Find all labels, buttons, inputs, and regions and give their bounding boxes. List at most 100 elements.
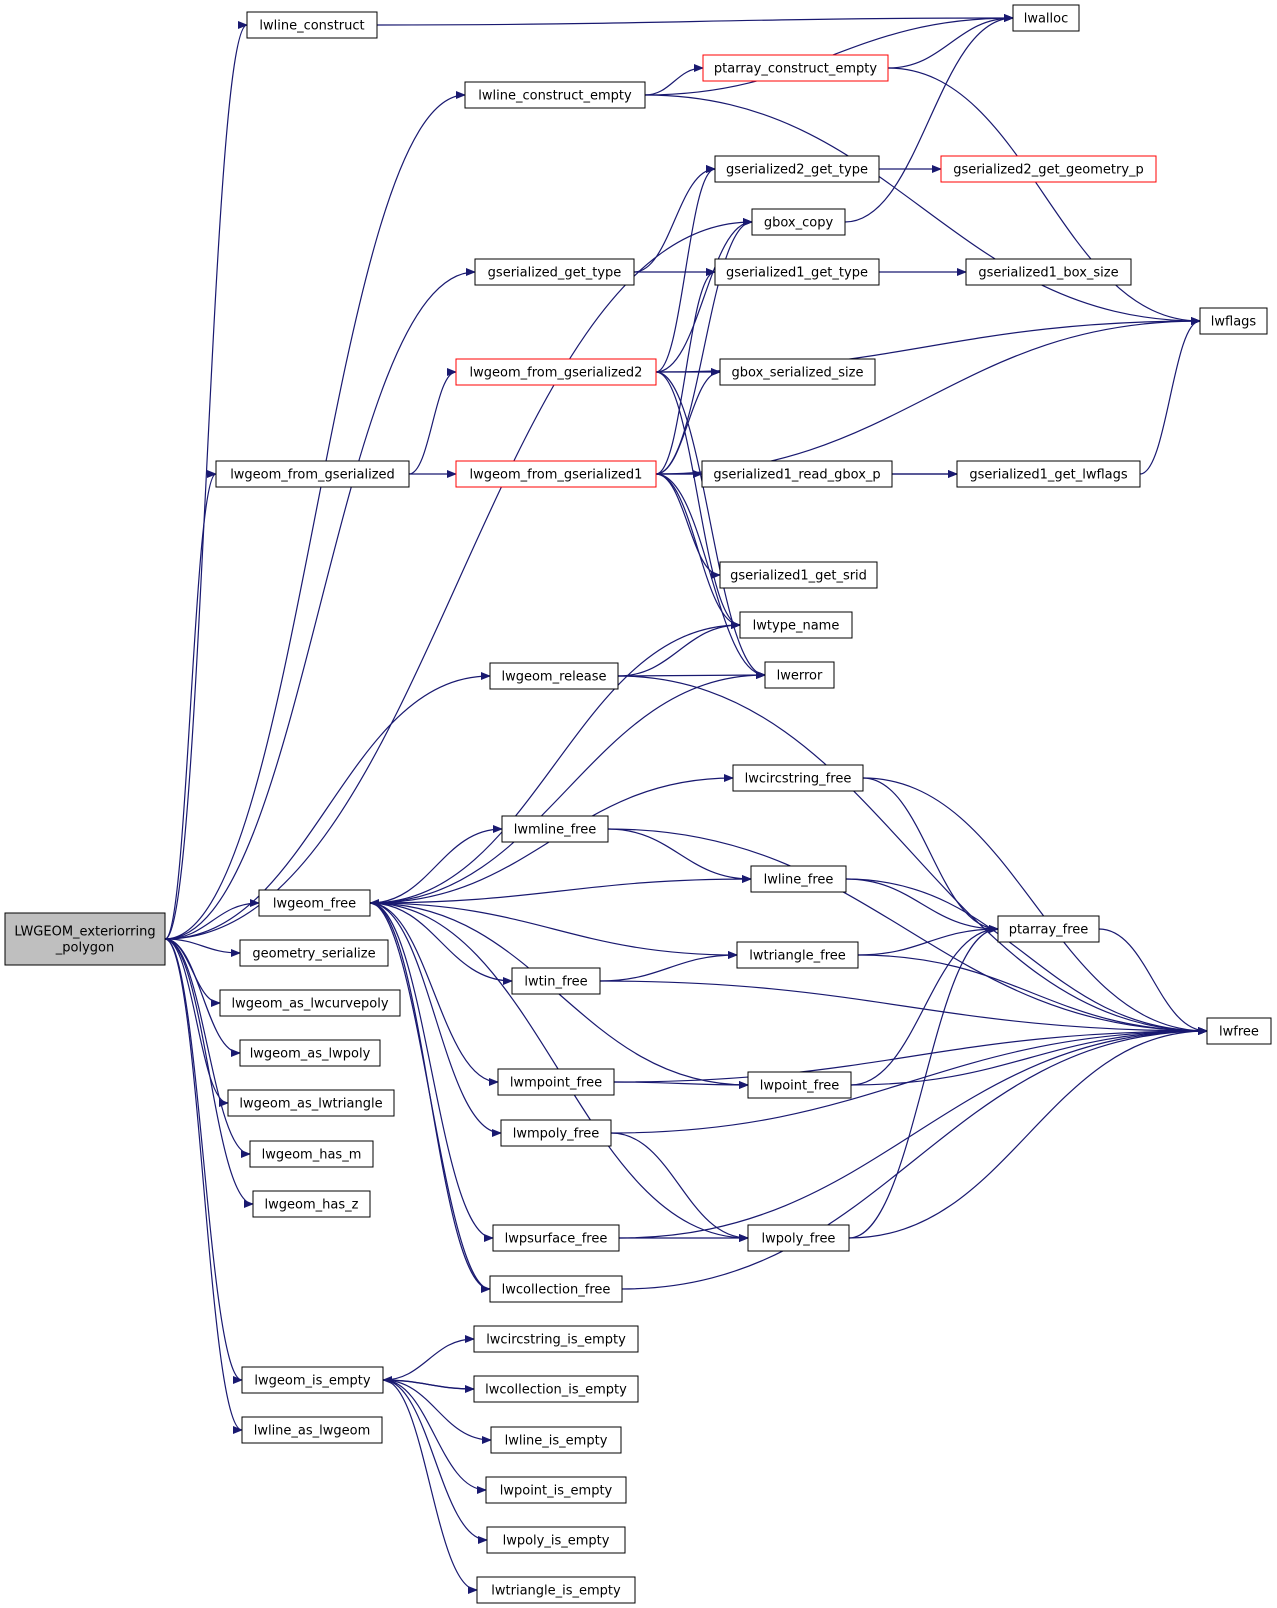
node-box bbox=[239, 1039, 381, 1067]
edge-lwcollection-free-to-lwgeom-free bbox=[369, 899, 491, 1290]
node-label: lwline_free bbox=[764, 873, 834, 888]
node-box bbox=[750, 865, 847, 893]
node-lwgeom-has-m[interactable]: lwgeom_has_m bbox=[249, 1140, 374, 1168]
node-root[interactable]: LWGEOM_exteriorring_polygon bbox=[4, 912, 166, 966]
node-lwgeom-as-lwcurvepoly[interactable]: lwgeom_as_lwcurvepoly bbox=[219, 989, 401, 1017]
node-gbox-copy[interactable]: gbox_copy bbox=[751, 208, 846, 236]
edge-root-to-geometry-serialize bbox=[164, 938, 241, 957]
node-ptarray-free[interactable]: ptarray_free bbox=[997, 915, 1100, 943]
node-label: _polygon bbox=[55, 941, 114, 956]
edge-root-to-lwgeom-is-empty bbox=[164, 938, 243, 1384]
node-lwline-construct-empty[interactable]: lwline_construct_empty bbox=[464, 81, 646, 109]
node-gserialized1-read-gbox-p[interactable]: gserialized1_read_gbox_p bbox=[701, 460, 893, 488]
edge-lwgeom-from-gserialized1-to-gserialized1-get-srid bbox=[655, 473, 721, 579]
edge-root-to-lwgeom-has-z bbox=[164, 938, 254, 1208]
node-gserialized-get-type[interactable]: gserialized_get_type bbox=[474, 258, 635, 286]
edge-lwgeom-free-to-lwtin-free bbox=[369, 902, 513, 985]
node-lwpoly-is-empty[interactable]: lwpoly_is_empty bbox=[486, 1526, 626, 1554]
node-label: lwgeom_is_empty bbox=[254, 1374, 371, 1389]
node-lwgeom-is-empty[interactable]: lwgeom_is_empty bbox=[241, 1366, 384, 1394]
node-ptarray-construct-empty[interactable]: ptarray_construct_empty bbox=[702, 54, 889, 82]
node-gserialized1-box-size[interactable]: gserialized1_box_size bbox=[965, 258, 1132, 286]
node-lwcircstring-is-empty[interactable]: lwcircstring_is_empty bbox=[473, 1325, 639, 1353]
edge-lwgeom-from-gserialized2-to-lwerror bbox=[655, 371, 766, 679]
node-gserialized2-get-type[interactable]: gserialized2_get_type bbox=[714, 155, 880, 183]
node-label: lwerror bbox=[777, 669, 823, 684]
node-lwtriangle-free[interactable]: lwtriangle_free bbox=[736, 941, 859, 969]
node-lwerror[interactable]: lwerror bbox=[764, 661, 835, 689]
node-label: lwgeom_as_lwtriangle bbox=[239, 1097, 382, 1112]
edge-lwgeom-from-gserialized1-to-lwflags bbox=[655, 317, 1201, 475]
edge-root-to-lwline-as-lwgeom bbox=[164, 938, 243, 1434]
node-lwtin-free[interactable]: lwtin_free bbox=[511, 967, 601, 995]
node-lwline-free[interactable]: lwline_free bbox=[750, 865, 847, 893]
node-label: lwpoint_is_empty bbox=[500, 1484, 613, 1499]
node-lwmpoint-free[interactable]: lwmpoint_free bbox=[497, 1068, 615, 1096]
node-lwmpoly-free[interactable]: lwmpoly_free bbox=[500, 1119, 612, 1147]
node-gbox-serialized-size[interactable]: gbox_serialized_size bbox=[719, 358, 876, 386]
nodes-layer: LWGEOM_exteriorring_polygon lwline_constr… bbox=[4, 4, 1272, 1604]
node-label: lwpsurface_free bbox=[505, 1232, 608, 1247]
edge-root-to-lwline-construct-empty bbox=[164, 91, 466, 940]
node-label: ptarray_construct_empty bbox=[714, 62, 877, 77]
node-lwpoint-free[interactable]: lwpoint_free bbox=[747, 1071, 852, 1099]
edge-lwcollection-free-to-lwfree bbox=[621, 1027, 1208, 1290]
node-label: lwmpoint_free bbox=[510, 1076, 602, 1091]
edge-lwtin-free-to-lwfree bbox=[599, 980, 1208, 1035]
node-label: lwalloc bbox=[1024, 12, 1069, 27]
node-lwgeom-has-z[interactable]: lwgeom_has_z bbox=[252, 1190, 371, 1218]
node-gserialized1-get-type[interactable]: gserialized1_get_type bbox=[714, 258, 880, 286]
node-lwgeom-as-lwpoly[interactable]: lwgeom_as_lwpoly bbox=[239, 1039, 381, 1067]
node-lwgeom-free[interactable]: lwgeom_free bbox=[258, 889, 371, 917]
node-lwline-construct[interactable]: lwline_construct bbox=[246, 11, 378, 39]
node-lwtype-name[interactable]: lwtype_name bbox=[739, 611, 853, 639]
node-lwline-is-empty[interactable]: lwline_is_empty bbox=[490, 1426, 622, 1454]
node-lwcollection-is-empty[interactable]: lwcollection_is_empty bbox=[473, 1375, 639, 1403]
node-lwgeom-as-lwtriangle[interactable]: lwgeom_as_lwtriangle bbox=[227, 1089, 395, 1117]
edge-lwgeom-from-gserialized2-to-gserialized2-get-type bbox=[655, 165, 716, 373]
edge-lwline-free-to-ptarray-free bbox=[845, 878, 999, 933]
node-box bbox=[719, 561, 878, 589]
node-lwpsurface-free[interactable]: lwpsurface_free bbox=[492, 1224, 620, 1252]
node-lwflags[interactable]: lwflags bbox=[1199, 307, 1268, 335]
edge-gbox-copy-to-lwalloc bbox=[844, 14, 1014, 223]
edge-root-to-lwgeom-free bbox=[164, 899, 260, 940]
node-lwgeom-release[interactable]: lwgeom_release bbox=[489, 662, 619, 690]
node-box bbox=[500, 1119, 612, 1147]
node-label: lwgeom_has_z bbox=[265, 1198, 359, 1213]
node-lwcircstring-free[interactable]: lwcircstring_free bbox=[732, 764, 864, 792]
node-gserialized1-get-lwflags[interactable]: gserialized1_get_lwflags bbox=[956, 460, 1141, 488]
node-box bbox=[751, 208, 846, 236]
node-lwalloc[interactable]: lwalloc bbox=[1012, 4, 1080, 32]
edge-lwgeom-release-to-lwtype-name bbox=[617, 621, 741, 677]
edge-lwtriangle-free-to-lwfree bbox=[857, 954, 1208, 1035]
node-box bbox=[747, 1071, 852, 1099]
node-label: lwgeom_release bbox=[501, 670, 606, 685]
node-lwgeom-from-gserialized2[interactable]: lwgeom_from_gserialized2 bbox=[455, 358, 657, 386]
node-lwtriangle-is-empty[interactable]: lwtriangle_is_empty bbox=[476, 1576, 636, 1604]
node-box bbox=[464, 81, 646, 109]
edge-lwcircstring-free-to-ptarray-free bbox=[862, 777, 999, 933]
node-label: gserialized2_get_type bbox=[726, 163, 868, 178]
edge-lwpsurface-free-to-lwfree bbox=[618, 1027, 1208, 1239]
edge-gserialized-get-type-to-gserialized2-get-type bbox=[633, 165, 716, 273]
node-geometry-serialize[interactable]: geometry_serialize bbox=[239, 939, 389, 967]
node-label: lwcollection_free bbox=[502, 1283, 611, 1298]
node-lwgeom-from-gserialized[interactable]: lwgeom_from_gserialized bbox=[215, 460, 410, 488]
node-lwpoint-is-empty[interactable]: lwpoint_is_empty bbox=[485, 1476, 627, 1504]
node-gserialized1-get-srid[interactable]: gserialized1_get_srid bbox=[719, 561, 878, 589]
node-gserialized2-get-geometry-p[interactable]: gserialized2_get_geometry_p bbox=[940, 155, 1157, 183]
node-lwgeom-from-gserialized1[interactable]: lwgeom_from_gserialized1 bbox=[455, 460, 657, 488]
edge-lwgeom-is-empty-to-lwcircstring-is-empty bbox=[382, 1335, 475, 1381]
node-lwpoly-free[interactable]: lwpoly_free bbox=[747, 1224, 850, 1252]
node-lwfree[interactable]: lwfree bbox=[1206, 1017, 1272, 1045]
node-lwcollection-free[interactable]: lwcollection_free bbox=[489, 1275, 623, 1303]
node-label: lwgeom_has_m bbox=[262, 1148, 362, 1163]
node-lwline-as-lwgeom[interactable]: lwline_as_lwgeom bbox=[241, 1416, 383, 1444]
node-lwmline-free[interactable]: lwmline_free bbox=[501, 815, 609, 843]
edge-lwgeom-free-to-lwmpoint-free bbox=[369, 902, 499, 1086]
edge-lwtin-free-to-lwtriangle-free bbox=[599, 951, 738, 982]
node-box bbox=[719, 358, 876, 386]
node-label: lwtin_free bbox=[524, 975, 587, 990]
node-label: lwfree bbox=[1219, 1025, 1259, 1040]
